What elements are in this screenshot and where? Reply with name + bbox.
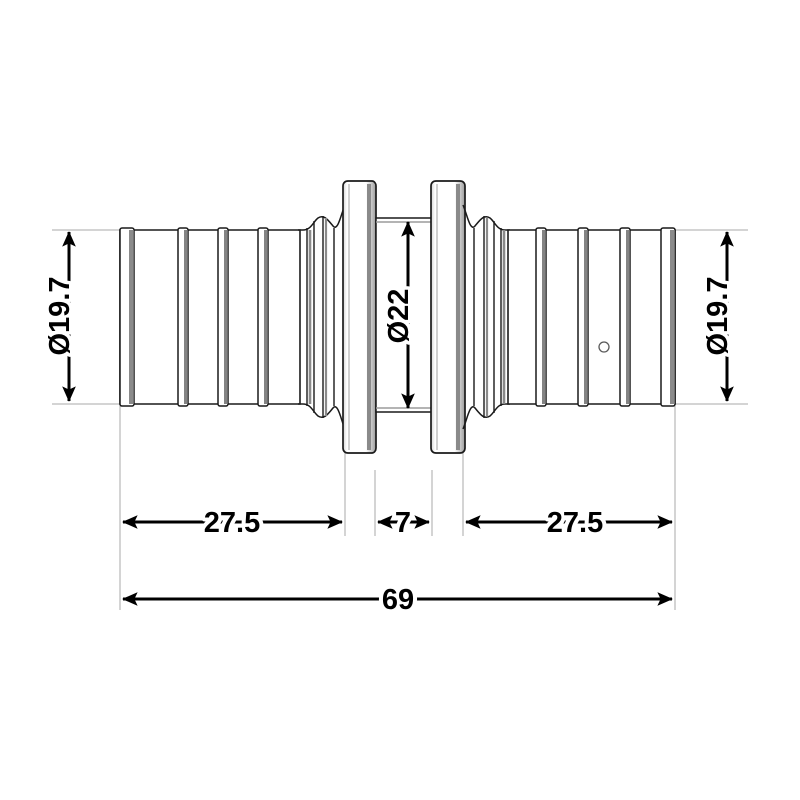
right-groove-ribs bbox=[473, 216, 506, 418]
right-transition-top bbox=[462, 204, 510, 231]
left-barb-ribs bbox=[177, 227, 269, 407]
dimension-right-length: 27.5 bbox=[465, 503, 673, 543]
dimension-label-center-length: 7 bbox=[395, 507, 411, 539]
dimension-overall-length: 69 bbox=[122, 580, 673, 620]
dimension-left-diameter: Ø19.7 bbox=[41, 231, 80, 402]
right-rib-2-shade bbox=[584, 230, 588, 404]
dimension-label-left-diameter: Ø19.7 bbox=[44, 277, 76, 356]
right-end-rib-shade bbox=[670, 230, 675, 404]
left-barb-body bbox=[119, 229, 301, 405]
dimension-label-center-diameter: Ø22 bbox=[383, 289, 415, 344]
left-groove-ribs bbox=[306, 216, 335, 418]
left-rib-3-shade bbox=[264, 230, 268, 404]
dimension-label-right-diameter: Ø19.7 bbox=[702, 277, 734, 356]
dimension-right-diameter: Ø19.7 bbox=[699, 231, 738, 402]
dimension-center-diameter: Ø22 bbox=[380, 221, 419, 409]
left-end-rib-shade bbox=[129, 230, 134, 404]
dimension-label-left-length: 27.5 bbox=[204, 507, 260, 539]
left-transition-top bbox=[298, 204, 346, 231]
dimension-label-right-length: 27.5 bbox=[547, 507, 603, 539]
right-rib-3-shade bbox=[626, 230, 630, 404]
left-rib-1-shade bbox=[184, 230, 188, 404]
left-rib-2-shade bbox=[224, 230, 228, 404]
pin-hole bbox=[598, 341, 610, 353]
left-transition-bottom bbox=[298, 403, 346, 430]
right-barb-ribs bbox=[535, 227, 631, 407]
left-center-flange bbox=[342, 180, 377, 454]
dimension-left-length: 27.5 bbox=[122, 503, 343, 543]
right-rib-1-shade bbox=[542, 230, 546, 404]
right-barb-body bbox=[507, 229, 676, 405]
dimension-center-length: 7 bbox=[377, 503, 430, 543]
right-transition-bottom bbox=[462, 403, 510, 430]
dimension-label-overall-length: 69 bbox=[382, 584, 414, 616]
